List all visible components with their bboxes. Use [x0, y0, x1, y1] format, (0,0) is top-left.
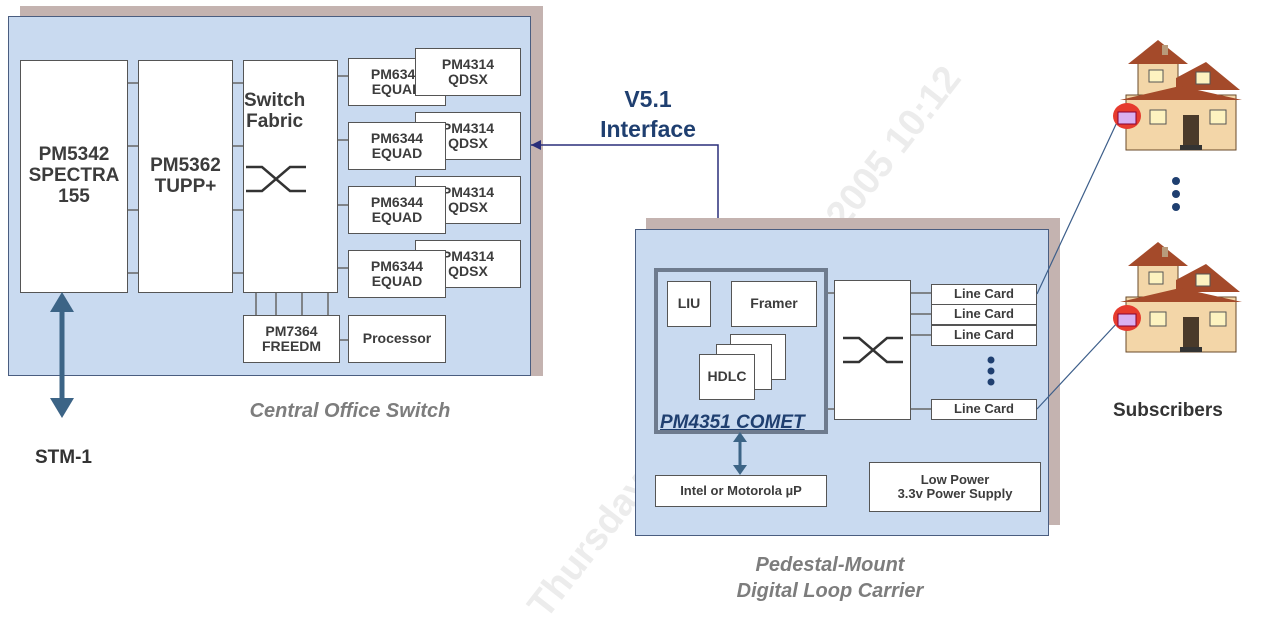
power-box: Low Power 3.3v Power Supply	[869, 462, 1041, 512]
qdsx-box-1: PM4314 QDSX	[415, 48, 521, 96]
hdlc-box: HDLC	[699, 354, 755, 400]
dlc-crossbar-icon	[842, 336, 903, 364]
subscribers-label: Subscribers	[1113, 400, 1223, 421]
switch-fabric-box: Switch Fabric	[243, 60, 338, 293]
liu-box: LIU	[667, 281, 711, 327]
house-icon-2	[1120, 242, 1242, 353]
cpu-box: Intel or Motorola µP	[655, 475, 827, 507]
phone-icon-1	[1113, 103, 1141, 129]
central-office-caption: Central Office Switch	[249, 400, 451, 422]
equad-box-3: PM6344 EQUAD	[348, 186, 446, 234]
processor-box: Processor	[348, 315, 446, 363]
equad-box-4: PM6344 EQUAD	[348, 250, 446, 298]
line-card-4: Line Card	[931, 399, 1037, 420]
switch-fabric-label: Switch Fabric	[244, 90, 306, 132]
v51-interface-label: V5.1 Interface	[600, 86, 696, 142]
dlc-switch-box	[834, 280, 911, 420]
equad-box-2-front: PM6344 EQUAD	[348, 122, 446, 170]
house-icon-1	[1120, 40, 1242, 151]
tupp-box: PM5362 TUPP+	[138, 60, 233, 293]
spectra-box: PM5342 SPECTRA 155	[20, 60, 128, 293]
line-card-2: Line Card	[931, 304, 1037, 325]
crossbar-icon	[246, 165, 306, 193]
comet-label: PM4351 COMET	[660, 412, 805, 433]
stm1-label: STM-1	[35, 447, 92, 468]
qdsx-box-4: PM4314 QDSX	[415, 240, 521, 288]
framer-box: Framer	[731, 281, 817, 327]
phone-icon-2	[1113, 305, 1141, 331]
dlc-caption: Pedestal-Mount Digital Loop Carrier	[736, 554, 924, 602]
freedm-box: PM7364 FREEDM	[243, 315, 340, 363]
line-card-3: Line Card	[931, 325, 1037, 346]
